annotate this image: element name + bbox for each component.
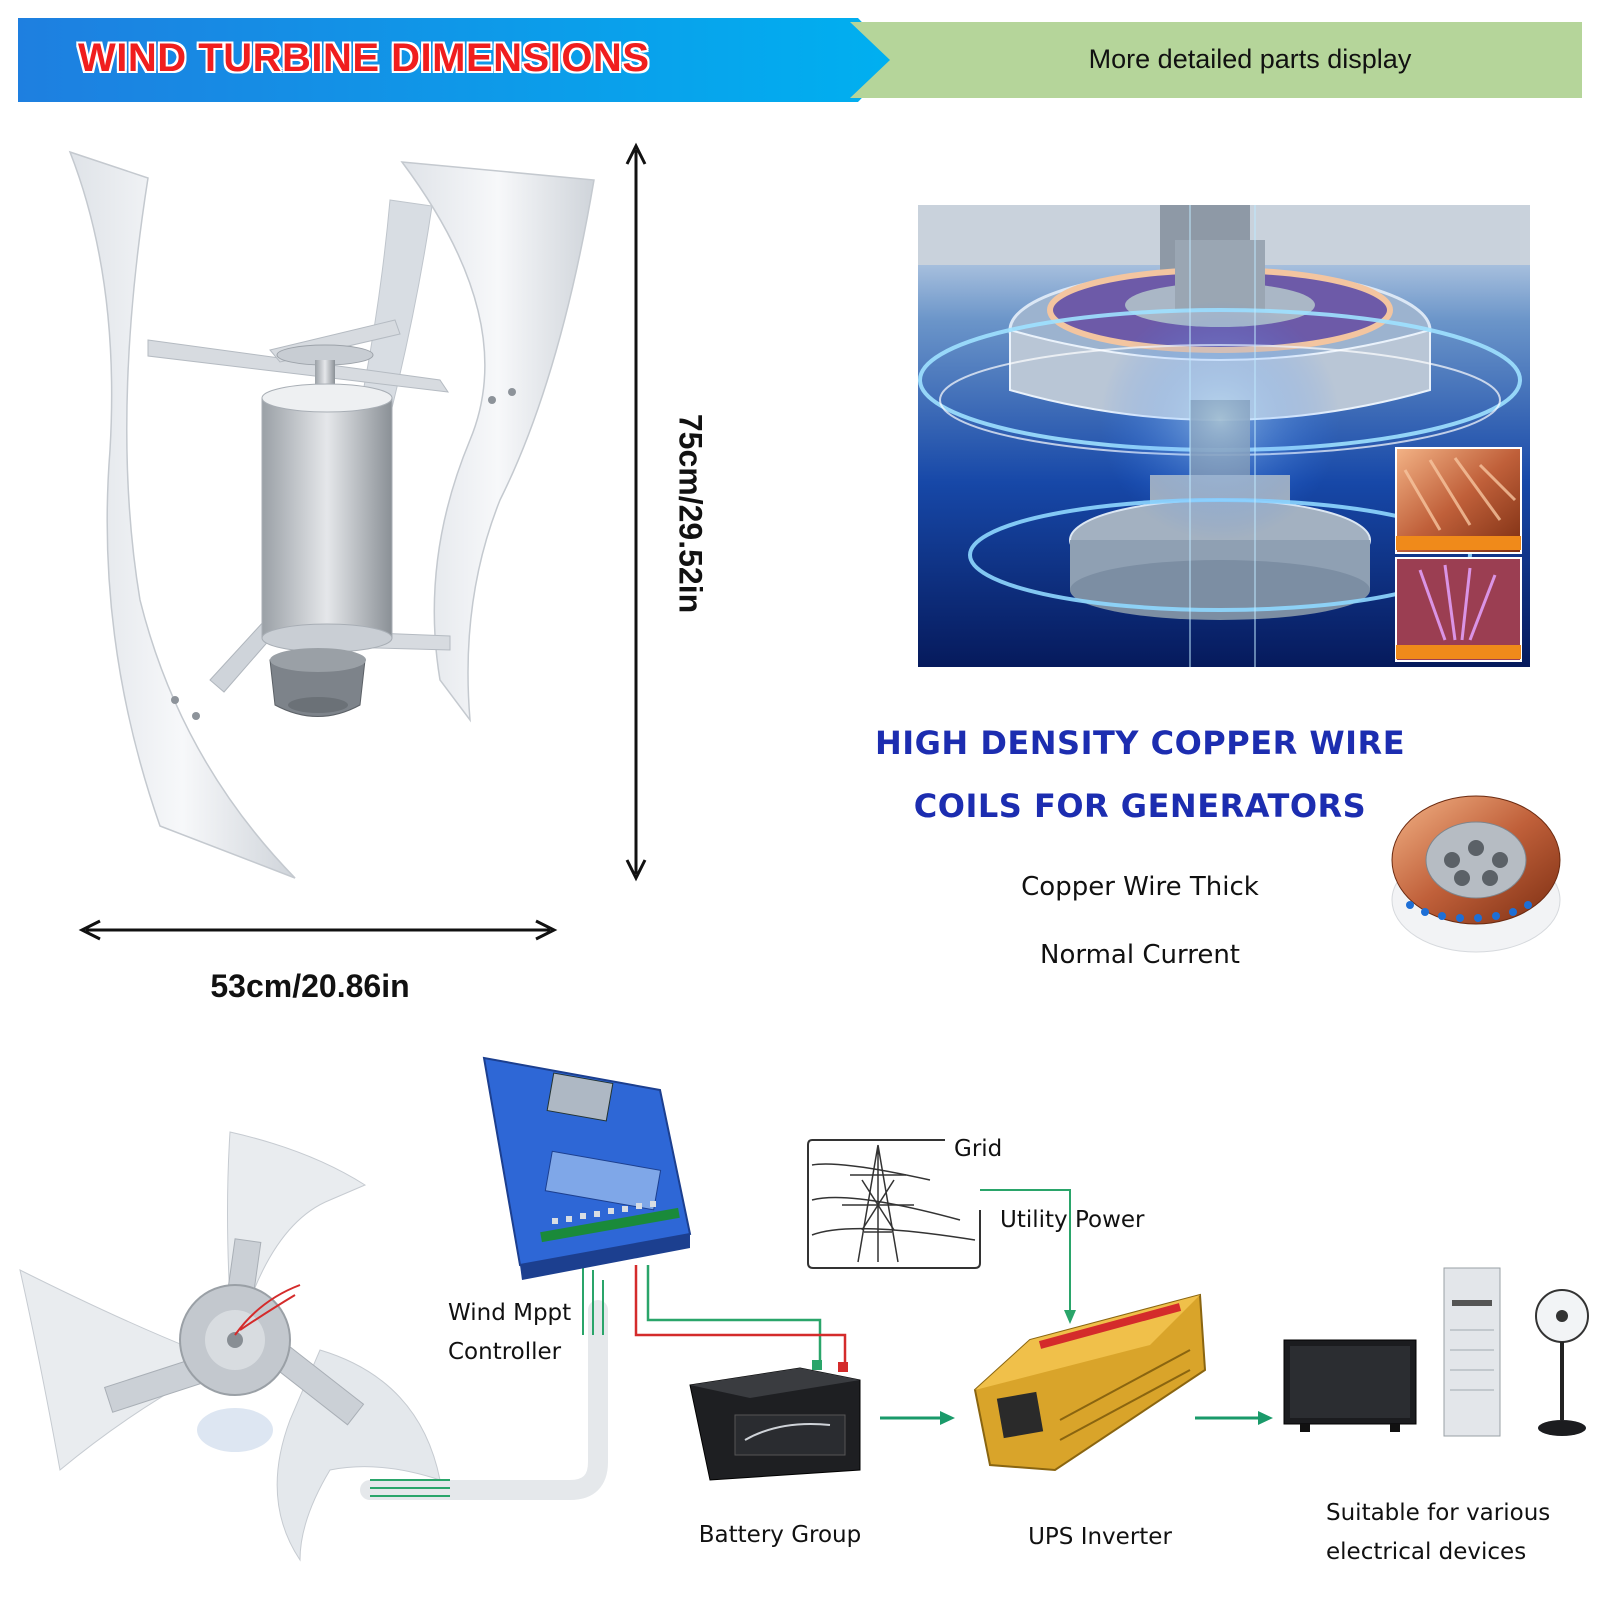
grid-tower-box — [807, 1139, 981, 1269]
grid-label: Grid — [954, 1136, 1003, 1162]
devices-label-line1: Suitable for various — [1326, 1500, 1551, 1526]
battery-wires — [634, 1265, 847, 1370]
controller-label: Wind Mppt Controller — [448, 1294, 608, 1372]
mppt-controller — [482, 1056, 692, 1280]
utility-power-line — [980, 1189, 1076, 1324]
wind-wires — [370, 1265, 604, 1497]
ups-inverter — [973, 1293, 1207, 1472]
devices-label: Suitable for various electrical devices — [1326, 1494, 1586, 1572]
copper-heading-line1: HIGH DENSITY COPPER WIRE — [874, 724, 1406, 762]
diagram-turbine — [19, 1131, 441, 1562]
banner-title: WIND TURBINE DIMENSIONS — [78, 36, 650, 80]
flow-arrow-battery-to-inverter — [880, 1411, 955, 1425]
right-blade — [400, 161, 595, 723]
generator-coil-photo — [918, 205, 1530, 667]
generator-housing — [261, 397, 393, 639]
width-dimension-label: 53cm/20.86in — [210, 968, 410, 1004]
air-conditioner-device — [1443, 1267, 1501, 1437]
fan-device — [1535, 1289, 1589, 1436]
width-dimension-arrow — [78, 919, 558, 941]
ups-inverter-label: UPS Inverter — [1028, 1524, 1172, 1550]
battery-label: Battery Group — [698, 1522, 862, 1548]
copper-heading-line2: COILS FOR GENERATORS — [913, 787, 1367, 825]
feature-normal-current: Normal Current — [1040, 940, 1240, 970]
tv-device — [1283, 1339, 1417, 1432]
upper-arm — [147, 339, 450, 393]
stator-coil-image — [1391, 795, 1561, 953]
banner-subtitle: More detailed parts display — [1088, 44, 1412, 74]
utility-power-label: Utility Power — [1000, 1207, 1145, 1233]
flow-arrow-inverter-to-devices — [1195, 1411, 1273, 1425]
height-dimension-arrow — [625, 142, 647, 882]
banner-subtitle-band — [850, 22, 1582, 98]
battery — [689, 1360, 861, 1481]
height-dimension-label: 75cm/29.52in — [672, 413, 709, 614]
left-blade — [68, 150, 296, 879]
banner-title-band — [18, 18, 898, 102]
devices-label-line2: electrical devices — [1326, 1539, 1527, 1566]
controller-label-line1: Wind Mppt — [448, 1300, 572, 1326]
controller-label-line2: Controller — [448, 1339, 562, 1366]
feature-copper-wire-thick: Copper Wire Thick — [1021, 872, 1259, 902]
